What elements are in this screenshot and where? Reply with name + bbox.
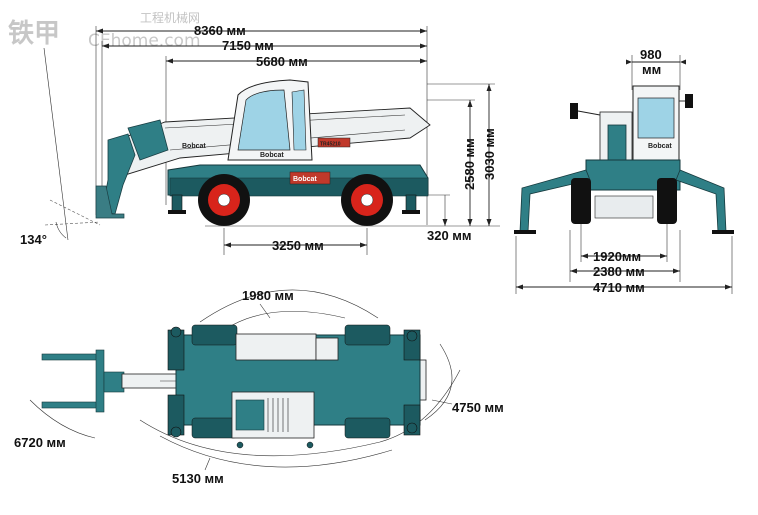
dim-cab-width: 980 <box>640 47 662 62</box>
dim-cab-height: 2580 мм <box>462 138 477 190</box>
boom-brand: Bobcat <box>182 143 206 150</box>
dim-wheelbase: 3250 мм <box>272 238 324 253</box>
right-stabilizer <box>675 169 727 233</box>
dim-overall-width: 2380 мм <box>593 264 645 279</box>
angle-ref-line <box>43 47 69 241</box>
top-view: 1980 мм 4750 мм 6720 мм 5130 мм <box>14 288 504 486</box>
dim-outer-turning-radius: 4750 мм <box>452 400 504 415</box>
front-right-wheel <box>657 178 677 224</box>
dim-fork-tilt-angle: 134° <box>20 232 47 247</box>
top-wheel-fl <box>191 324 238 346</box>
rear-wheel <box>341 174 393 226</box>
boom-head <box>101 133 136 215</box>
top-fork-upper <box>41 353 103 361</box>
dim-body-turning-radius: 5130 мм <box>172 471 224 486</box>
dim-stabilizer-span: 4710 мм <box>593 280 645 295</box>
front-brand: Bobcat <box>648 143 672 150</box>
model-tag: TR45210 <box>320 142 341 148</box>
arc-forks-radius <box>29 399 96 439</box>
top-wheel-fr <box>344 324 391 346</box>
dim-ground-clearance: 320 мм <box>427 228 472 243</box>
dim-overall-height: 3030 мм <box>482 128 497 180</box>
top-wheel-rl <box>191 417 238 439</box>
side-view: 8360 мм 7150 мм 5680 мм 134° Bobcat TR45… <box>20 23 500 255</box>
dim-inner-turning-radius: 1980 мм <box>242 288 294 303</box>
side-cab-window <box>237 89 291 151</box>
dim-forks-turning-radius: 6720 мм <box>14 435 66 450</box>
right-mirror <box>685 94 693 108</box>
arc-body-radius <box>139 369 461 457</box>
left-mirror <box>570 103 578 119</box>
dim-length-to-carriage: 7150 мм <box>222 38 274 53</box>
front-view: 980 мм Bobcat <box>514 47 734 295</box>
top-wheel-rr <box>344 417 391 439</box>
front-left-wheel <box>571 178 591 224</box>
watermark-cn: 铁甲 <box>8 18 60 49</box>
dim-overall-length: 8360 мм <box>194 23 246 38</box>
dim-cab-width-unit: мм <box>642 62 661 77</box>
watermark-en: CEhome.com <box>88 31 201 51</box>
front-wheel <box>198 174 250 226</box>
dim-body-length: 5680 мм <box>256 54 308 69</box>
front-cab-window <box>637 97 675 139</box>
top-fork-lower <box>41 401 103 409</box>
chassis-brand: Bobcat <box>293 176 317 183</box>
watermark: 铁甲 CEhome.com 工程机械网 <box>8 10 201 51</box>
arc-inner-radius <box>223 311 346 331</box>
dim-track-width: 1920мм <box>593 249 641 264</box>
side-forks <box>95 185 125 219</box>
arc-outer-radius <box>424 343 453 421</box>
cab-brand: Bobcat <box>260 152 284 159</box>
watermark-small: 工程机械网 <box>140 10 200 25</box>
